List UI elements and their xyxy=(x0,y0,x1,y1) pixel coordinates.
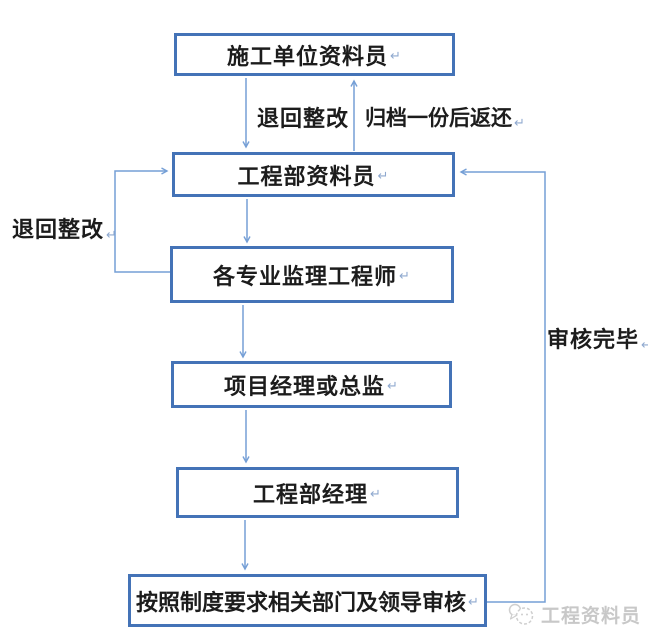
node-engineering-dept-clerk: 工程部资料员↵ xyxy=(172,152,455,197)
node-engineering-dept-manager: 工程部经理↵ xyxy=(176,467,459,518)
watermark: 工程资料员 xyxy=(507,601,641,628)
paragraph-mark: ↵ xyxy=(370,487,382,502)
edge-label-review-complete: 审核完毕↵ xyxy=(547,322,648,354)
watermark-text: 工程资料员 xyxy=(541,606,642,627)
paragraph-mark: ↵ xyxy=(468,595,479,610)
paragraph-mark: ↵ xyxy=(106,228,118,243)
node-label: 工程部经理 xyxy=(253,481,369,507)
node-label: 施工单位资料员 xyxy=(227,43,389,69)
paragraph-mark: ↵ xyxy=(514,116,525,131)
paragraph-mark: ↵ xyxy=(390,49,402,64)
edge-label-text: 审核完毕 xyxy=(547,327,640,352)
node-supervision-engineers: 各专业监理工程师↵ xyxy=(170,246,454,303)
node-construction-unit-clerk: 施工单位资料员↵ xyxy=(174,33,455,76)
paragraph-mark: ↵ xyxy=(387,379,399,394)
edge-label-text: 归档一份后返还 xyxy=(365,106,512,130)
edge-label-return-rectify-left: 退回整改↵ xyxy=(12,212,118,244)
edge-label-archive-and-return: 归档一份后返还↵ xyxy=(365,102,525,132)
node-label: 工程部资料员 xyxy=(237,163,376,189)
edge-label-text: 退回整改 xyxy=(257,106,350,131)
node-label: 按照制度要求相关部门及领导审核 xyxy=(136,589,467,615)
paragraph-mark: ↵ xyxy=(641,338,648,353)
watermark-logo xyxy=(508,603,534,625)
node-label: 项目经理或总监 xyxy=(224,373,386,399)
arrow-box3-return-to-box2 xyxy=(114,167,170,273)
node-dept-leader-review: 按照制度要求相关部门及领导审核↵ xyxy=(128,574,487,627)
node-label: 各专业监理工程师 xyxy=(213,263,398,289)
paragraph-mark: ↵ xyxy=(377,169,390,184)
node-project-manager-or-chief: 项目经理或总监↵ xyxy=(171,361,452,408)
edge-label-return-rectify-top: 退回整改 xyxy=(257,101,349,133)
paragraph-mark: ↵ xyxy=(399,269,411,284)
arrow-box6-complete-to-box2 xyxy=(459,168,546,603)
edge-label-text: 退回整改 xyxy=(12,217,105,242)
